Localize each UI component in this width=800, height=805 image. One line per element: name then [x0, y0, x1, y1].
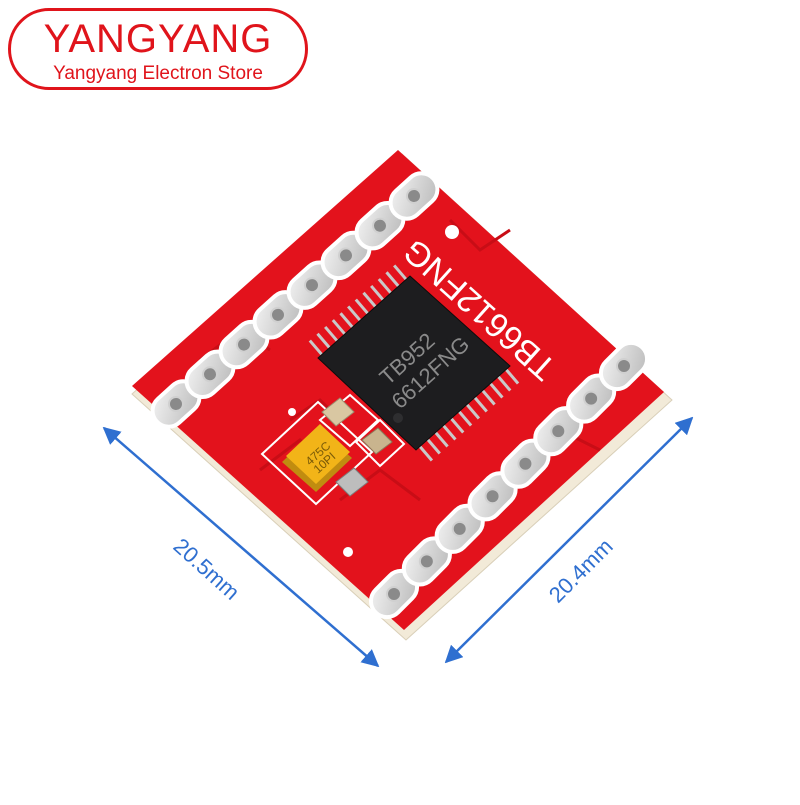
chip-pin: [504, 368, 520, 385]
header-pad: [354, 201, 406, 251]
logo-brand-name: YANGYANG: [43, 17, 273, 61]
header-pads-upper: [150, 171, 440, 429]
chip-pin: [426, 438, 441, 455]
dimension-label-left: 20.5mm: [169, 533, 245, 605]
dimension-label-right: 20.4mm: [544, 534, 618, 608]
chip-pin: [362, 291, 377, 308]
header-pad: [598, 340, 650, 392]
driver-chip: TB952 6612FNG: [317, 275, 511, 451]
chip-pin: [497, 375, 512, 392]
chip-pin: [339, 312, 354, 329]
chip-pin: [377, 278, 392, 295]
smd-resistor: [321, 397, 355, 427]
store-logo: YANGYANG Yangyang Electron Store: [8, 8, 308, 90]
header-pad: [388, 171, 440, 221]
dimension-arrow-right: [444, 416, 694, 664]
chip-pin: [465, 403, 481, 420]
chip-pin: [393, 264, 408, 281]
chip-pin: [489, 382, 504, 399]
chip-pin: [324, 325, 339, 342]
chip-pin: [347, 305, 362, 322]
header-pad: [218, 319, 270, 370]
chip-pin: [316, 332, 331, 349]
chip-pin: [354, 298, 369, 315]
logo-store-name: Yangyang Electron Store: [53, 63, 263, 84]
dimension-arrow-left: [102, 426, 380, 668]
chip-pin: [331, 319, 346, 336]
chip-pin: [418, 445, 434, 462]
chip-pin: [370, 284, 385, 301]
chip-pin: [481, 389, 496, 406]
chip-pin: [385, 271, 400, 288]
chip-pin: [473, 396, 488, 413]
header-pad: [401, 536, 452, 587]
chip-pin: [308, 339, 323, 356]
